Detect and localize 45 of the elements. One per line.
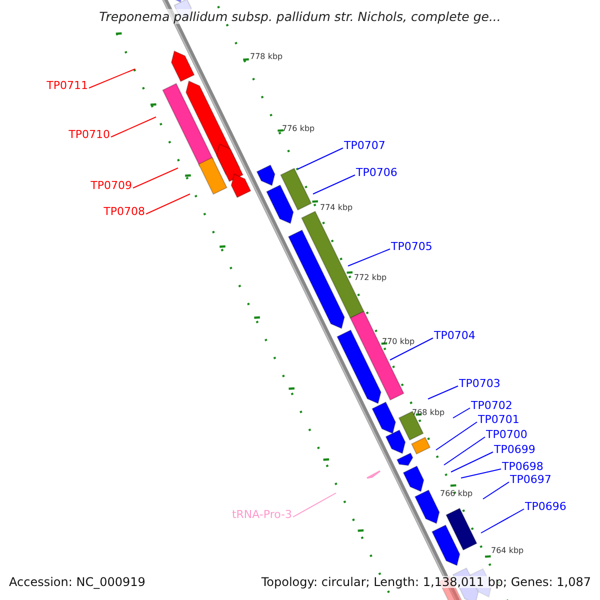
leader-line — [428, 386, 458, 400]
leader-line — [460, 468, 502, 478]
gene-label: TP0697 — [510, 474, 552, 485]
gene-label: TP0701 — [478, 414, 520, 425]
leader-line — [480, 508, 524, 534]
leader-line — [452, 408, 470, 418]
leader-line — [110, 116, 156, 138]
gene-label: TP0696 — [525, 501, 566, 512]
accession-text: Accession: NC_000919 — [9, 576, 146, 588]
leader-line — [88, 68, 136, 88]
leader-line — [450, 452, 494, 472]
gene-label: TP0706 — [356, 167, 398, 178]
gene-label: TP0707 — [344, 140, 386, 151]
scale-label: 774 kbp — [320, 204, 353, 212]
leader-line — [444, 436, 486, 466]
gene-label: TP0708 — [104, 206, 145, 217]
gene-label: TP0702 — [471, 400, 512, 411]
gene-label: TP0711 — [46, 80, 88, 91]
gene-label: TP0705 — [391, 241, 432, 252]
gene-label: TP0699 — [494, 444, 536, 455]
gene-label: TP0704 — [434, 330, 476, 341]
map-title: Treponema pallidum subsp. pallidum str. Nichols, complete ge... — [99, 9, 501, 24]
leader-line — [348, 248, 390, 266]
gene-label: TP0700 — [486, 429, 528, 440]
leader-line — [436, 422, 478, 450]
leader-line — [390, 338, 434, 360]
leader-line — [312, 174, 356, 194]
scale-label: 770 kbp — [382, 338, 415, 346]
scale-label: 764 kbp — [491, 547, 524, 555]
gene-label: TP0703 — [459, 378, 500, 389]
leader-line — [298, 148, 344, 170]
scale-label: 766 kbp — [440, 490, 473, 498]
topology-text: Topology: circular; Length: 1,138,011 bp; Genes: 1,087 — [261, 576, 591, 588]
leader-line — [132, 168, 178, 188]
leader-line — [146, 194, 190, 214]
scale-label: 776 kbp — [282, 125, 315, 133]
gene-label: TP0710 — [68, 129, 110, 140]
gene-label: TP0698 — [502, 461, 544, 472]
gene-label: tRNA-Pro-3 — [232, 509, 292, 520]
scale-label: 778 kbp — [250, 53, 283, 61]
scale-label: 772 kbp — [354, 274, 387, 282]
leader-line — [292, 492, 336, 518]
scale-label: 768 kbp — [412, 409, 445, 417]
gene-label: TP0709 — [90, 180, 132, 191]
leader-line — [482, 482, 510, 500]
